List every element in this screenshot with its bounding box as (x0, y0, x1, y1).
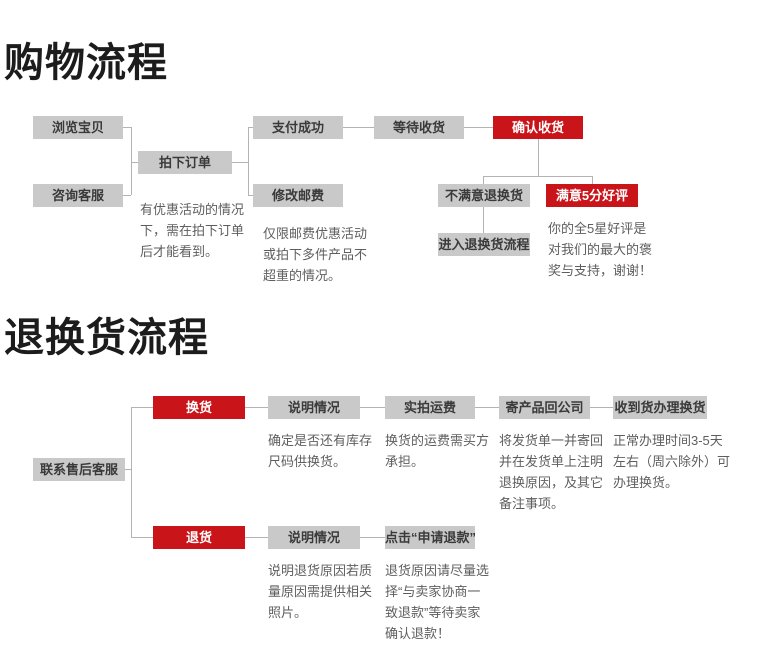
node-actual-shipping-cost: 实拍运费 (385, 396, 475, 419)
connector-line (131, 127, 132, 195)
connector-line (131, 407, 132, 537)
connector-line (123, 127, 131, 128)
connector-line (590, 407, 613, 408)
connector-line (592, 176, 593, 184)
note-return-reason-photos: 说明退货原因若质 量原因需提供相关 照片。 (268, 563, 373, 620)
connector-line (232, 162, 248, 163)
connector-line (483, 207, 484, 233)
node-consult-service: 咨询客服 (33, 184, 123, 207)
connector-line (343, 127, 374, 128)
connector-line (245, 407, 268, 408)
note-buyer-pays-freight: 换货的运费需买方 承担。 (385, 433, 490, 469)
node-explain-return: 说明情况 (268, 526, 360, 549)
section-title-shopping-process: 购物流程 (4, 41, 168, 85)
node-browse-items: 浏览宝贝 (33, 116, 123, 139)
note-processing-time: 正常办理时间3-5天 左右（周六除外）可 办理换货。 (613, 433, 731, 490)
connector-line (538, 139, 539, 176)
connector-line (131, 537, 153, 538)
node-explain-exchange: 说明情况 (268, 396, 360, 419)
note-send-invoice-back: 将发货单一并寄回 并在发货单上注明 退换原因，及其它 备注事项。 (499, 433, 604, 511)
node-satisfied-5star: 满意5分好评 (546, 184, 638, 207)
connector-line (475, 407, 499, 408)
connector-line (248, 127, 253, 128)
connector-line (245, 537, 268, 538)
connector-line (464, 127, 493, 128)
note-order-discount: 有优惠活动的情况 下，需在拍下订单 后才能看到。 (140, 202, 245, 259)
node-wait-delivery: 等待收货 (374, 116, 464, 139)
node-modify-postage: 修改邮费 (253, 184, 343, 207)
note-postage-condition: 仅限邮费优惠活动 或拍下多件产品不 超重的情况。 (263, 226, 368, 283)
node-click-apply-refund: 点击“申请退款” (385, 526, 476, 549)
node-enter-return-process: 进入退换货流程 (438, 233, 530, 256)
node-unsatisfied-return: 不满意退换货 (438, 184, 530, 207)
node-place-order: 拍下订单 (138, 151, 232, 174)
connector-line (483, 176, 484, 184)
connector-line (131, 407, 153, 408)
note-5star-praise: 你的全5星好评是 对我们的最大的褒 奖与支持，谢谢！ (548, 221, 653, 278)
node-payment-success: 支付成功 (253, 116, 343, 139)
connector-line (248, 127, 249, 195)
node-return-goods: 退货 (153, 526, 245, 549)
connector-line (483, 176, 593, 177)
connector-line (360, 537, 385, 538)
note-refund-option: 退货原因请尽量选 择“与卖家协商一 致退款”等待卖家 确认退款！ (385, 563, 490, 641)
connector-line (125, 469, 131, 470)
node-receive-process-exchange: 收到货办理换货 (613, 396, 707, 419)
node-exchange: 换货 (153, 396, 245, 419)
section-title-return-process: 退换货流程 (4, 316, 209, 360)
note-check-stock: 确定是否还有库存 尺码供换货。 (268, 433, 373, 469)
connector-line (123, 195, 131, 196)
node-contact-aftersales: 联系售后客服 (33, 458, 125, 481)
node-confirm-receipt: 确认收货 (493, 116, 583, 139)
connector-line (131, 162, 138, 163)
connector-line (360, 407, 385, 408)
node-send-product-back: 寄产品回公司 (499, 396, 590, 419)
connector-line (248, 195, 253, 196)
